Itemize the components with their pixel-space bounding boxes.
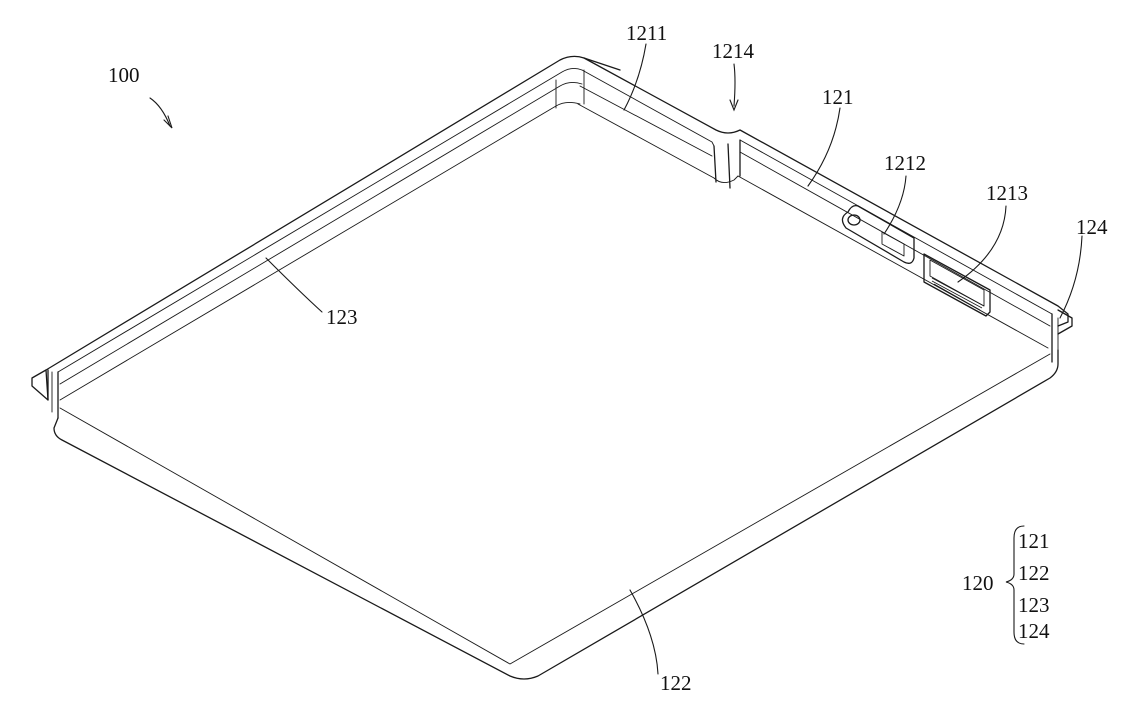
leader-1213 [958, 206, 1006, 282]
label-121: 121 [822, 85, 854, 109]
label-1214: 1214 [712, 39, 755, 63]
right-flange [1058, 310, 1072, 334]
legend-item-124: 124 [1018, 619, 1050, 643]
back-wall-inner-3 [578, 104, 738, 183]
leader-1212 [884, 176, 906, 234]
label-1213: 1213 [986, 181, 1028, 205]
legend-group: 120 121 122 123 124 [962, 526, 1050, 644]
tray-body [32, 56, 1072, 679]
leader-100 [150, 98, 170, 126]
leader-124 [1060, 236, 1082, 318]
back-wall-inner-1 [582, 70, 714, 146]
leader-1211 [624, 44, 646, 110]
first-opening-slot [882, 232, 904, 256]
legend-item-123: 123 [1018, 593, 1050, 617]
bottom-plate-outline [54, 350, 1058, 679]
label-1212: 1212 [884, 151, 926, 175]
label-1211: 1211 [626, 21, 667, 45]
label-100: 100 [108, 63, 140, 87]
first-opening [842, 206, 914, 264]
leader-1214 [734, 64, 735, 106]
reference-numerals: 100 1211 1214 121 1212 1213 124 123 122 [108, 21, 1108, 695]
left-flange [32, 370, 48, 400]
label-122: 122 [660, 671, 692, 695]
leader-123 [266, 258, 322, 312]
label-123: 123 [326, 305, 358, 329]
legend-item-122: 122 [1018, 561, 1050, 585]
legend-group-label: 120 [962, 571, 994, 595]
left-wall-inner-1 [58, 68, 582, 372]
leader-122 [630, 590, 658, 674]
left-wall-inner-2 [60, 82, 582, 384]
left-wall-inner-3 [60, 102, 580, 400]
legend-item-121: 121 [1018, 529, 1050, 553]
leader-121 [808, 108, 840, 186]
back-wall-inner-2 [580, 86, 712, 156]
first-opening-outline [842, 206, 914, 264]
bottom-inner-edge [60, 354, 1050, 664]
label-124: 124 [1076, 215, 1108, 239]
leader-lines [150, 44, 1082, 674]
